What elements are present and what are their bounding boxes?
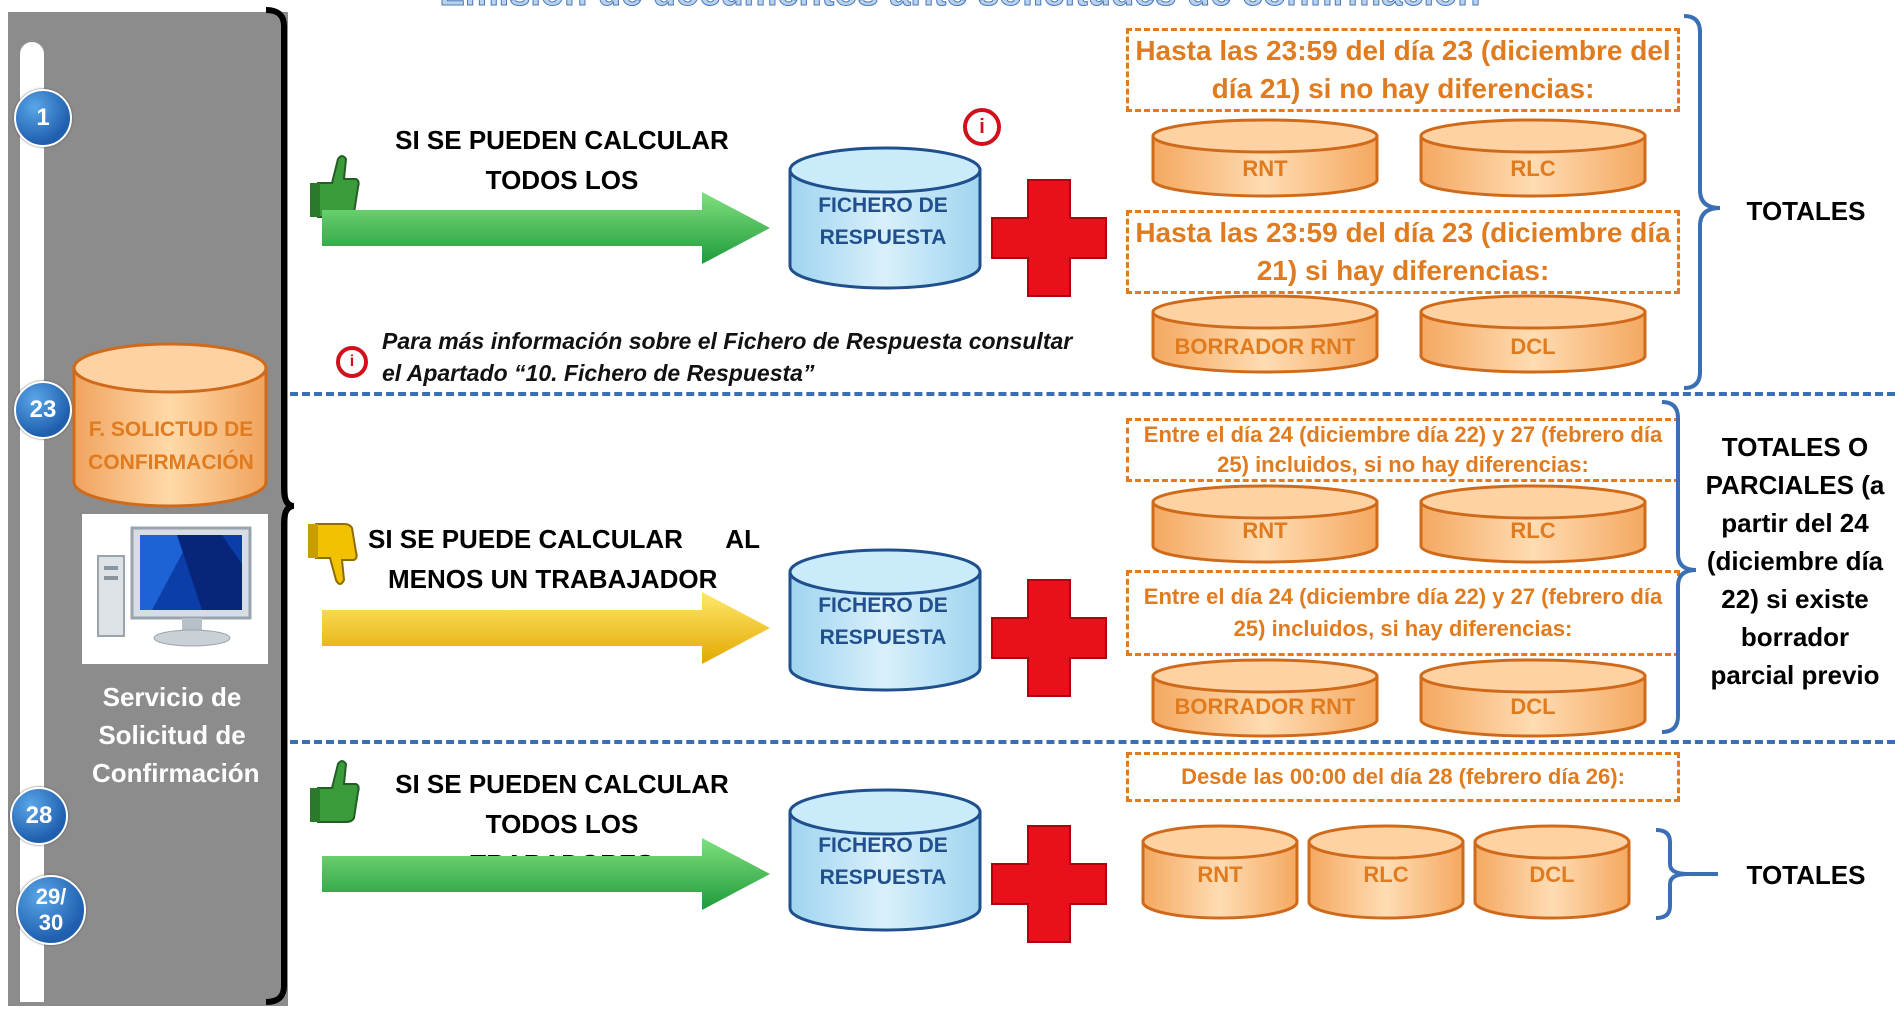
dcl-cylinder: [1419, 294, 1647, 374]
info-note-line2: el Apartado “10. Fichero de Respuesta”: [382, 360, 815, 386]
rlc-label: RLC: [1510, 156, 1556, 181]
dcl-label: DCL: [1510, 334, 1556, 359]
result-totals-or-partial: TOTALES O PARCIALES (a partir del 24 (di…: [1705, 432, 1885, 690]
dcl-label: DCL: [1510, 694, 1556, 719]
right-brace: [1655, 828, 1718, 920]
rlc-label: RLC: [1363, 862, 1409, 887]
day-badge-1: 1: [14, 89, 72, 147]
thumbs-up-icon: [310, 760, 360, 823]
plus-cross-icon: [991, 825, 1107, 943]
condition-label-one-worker-line2: MENOS UN TRABAJADOR: [388, 564, 718, 594]
service-label: Servicio de Solicitud de Confirmación: [92, 682, 260, 788]
info-note-line1: Para más información sobre el Fichero de…: [382, 328, 1073, 354]
right-brace: [1683, 14, 1721, 390]
dcl-label: DCL: [1529, 862, 1575, 887]
day-badge-23: 23: [14, 381, 72, 439]
rnt-label: RNT: [1242, 156, 1288, 181]
condition-box-with-differences: Entre el día 24 (diciembre día 22) y 27 …: [1126, 570, 1680, 656]
rnt-label: RNT: [1242, 518, 1288, 543]
result-totals: TOTALES: [1746, 860, 1866, 890]
section-divider: [290, 392, 1895, 396]
response-file-cylinder: [788, 788, 982, 932]
info-icon: i: [963, 108, 1001, 146]
confirmation-file-cylinder: [72, 342, 268, 508]
condition-box-from-day-28: Desde las 00:00 del día 28 (febrero día …: [1126, 752, 1680, 802]
rnt-cylinder: [1151, 484, 1379, 564]
info-icon: i: [336, 346, 368, 378]
confirmation-file-label: F. SOLICTUD DE CONFIRMACIÓN: [88, 418, 254, 474]
rlc-cylinder: [1419, 484, 1647, 564]
draft-rnt-label: BORRADOR RNT: [1174, 694, 1356, 719]
result-totals: TOTALES: [1746, 196, 1866, 226]
left-bracket: [265, 7, 295, 1005]
condition-box-no-differences: Hasta las 23:59 del día 23 (diciembre de…: [1126, 28, 1680, 112]
rnt-label: RNT: [1197, 862, 1243, 887]
day-badge-28: 28: [10, 787, 68, 845]
rlc-cylinder: [1307, 824, 1465, 920]
rlc-label: RLC: [1510, 518, 1556, 543]
right-brace: [1661, 400, 1697, 734]
draft-rnt-cylinder: [1151, 658, 1379, 738]
section-divider: [290, 740, 1895, 744]
response-file-label: FICHERO DE RESPUESTA: [818, 594, 948, 649]
thumbs-down-icon: [308, 523, 358, 585]
sidebar-timeline: [20, 42, 44, 1002]
arrow-yellow: [322, 592, 770, 664]
condition-box-with-differences: Hasta las 23:59 del día 23 (diciembre dí…: [1126, 210, 1680, 294]
arrow-green: [322, 192, 770, 264]
response-file-cylinder: [788, 146, 982, 290]
condition-box-no-differences: Entre el día 24 (diciembre día 22) y 27 …: [1126, 418, 1680, 482]
rlc-cylinder: [1419, 118, 1647, 198]
rnt-cylinder: [1141, 824, 1299, 920]
draft-rnt-label: BORRADOR RNT: [1174, 334, 1356, 359]
arrow-green: [322, 838, 770, 910]
plus-cross-icon: [991, 579, 1107, 697]
rnt-cylinder: [1151, 118, 1379, 198]
condition-label-one-worker-line1: SI SE PUEDE CALCULAR AL: [368, 524, 760, 554]
day-badge-29-30: 29/ 30: [16, 875, 86, 945]
draft-rnt-cylinder: [1151, 294, 1379, 374]
response-file-label: FICHERO DE RESPUESTA: [818, 194, 948, 249]
computer-icon: [82, 514, 268, 664]
dcl-cylinder: [1419, 658, 1647, 738]
dcl-cylinder: [1473, 824, 1631, 920]
plus-cross-icon: [991, 179, 1107, 297]
page-title: Emisión de documentos ante solicitudes d…: [370, 0, 1550, 15]
response-file-cylinder: [788, 548, 982, 692]
response-file-label: FICHERO DE RESPUESTA: [818, 834, 948, 889]
